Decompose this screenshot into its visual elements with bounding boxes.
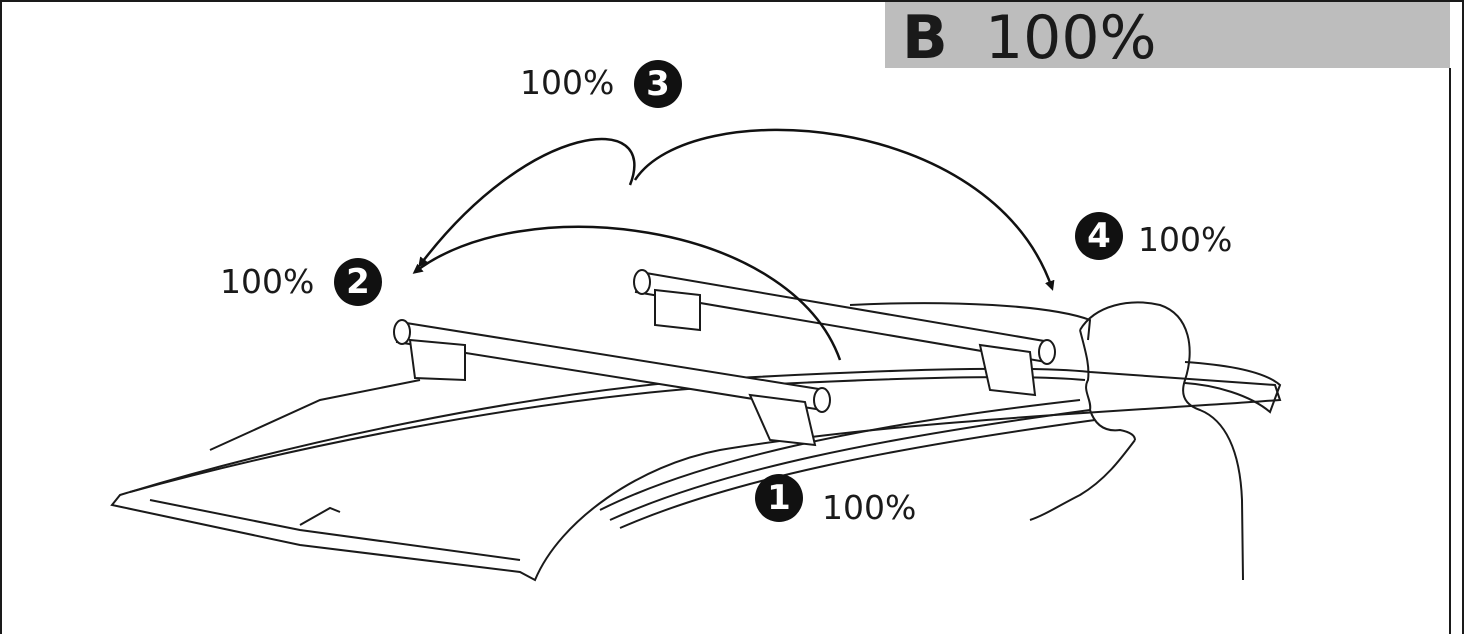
step-3-badge: 3 — [634, 60, 682, 108]
person-silhouette — [1029, 301, 1244, 581]
header-letter: B — [902, 3, 948, 73]
header-banner — [885, 2, 1450, 68]
front-crossbar — [393, 319, 831, 447]
step-2-percent: 100% — [220, 262, 315, 301]
step-1-percent: 100% — [822, 488, 917, 527]
rear-crossbar — [633, 269, 1056, 397]
step-2-badge: 2 — [334, 258, 382, 306]
step-4-percent: 100% — [1138, 220, 1233, 259]
step-arrows — [412, 128, 1055, 361]
car-roof — [110, 302, 1282, 582]
step-1-badge: 1 — [755, 474, 803, 522]
step-3-percent: 100% — [520, 63, 615, 102]
frame-right-border — [1449, 68, 1451, 634]
header-percent: 100% — [985, 3, 1157, 73]
arrow-step-2 — [412, 225, 842, 361]
step-4-badge: 4 — [1075, 212, 1123, 260]
arrow-step-4 — [633, 128, 1055, 291]
arrow-step-3 — [418, 137, 636, 268]
